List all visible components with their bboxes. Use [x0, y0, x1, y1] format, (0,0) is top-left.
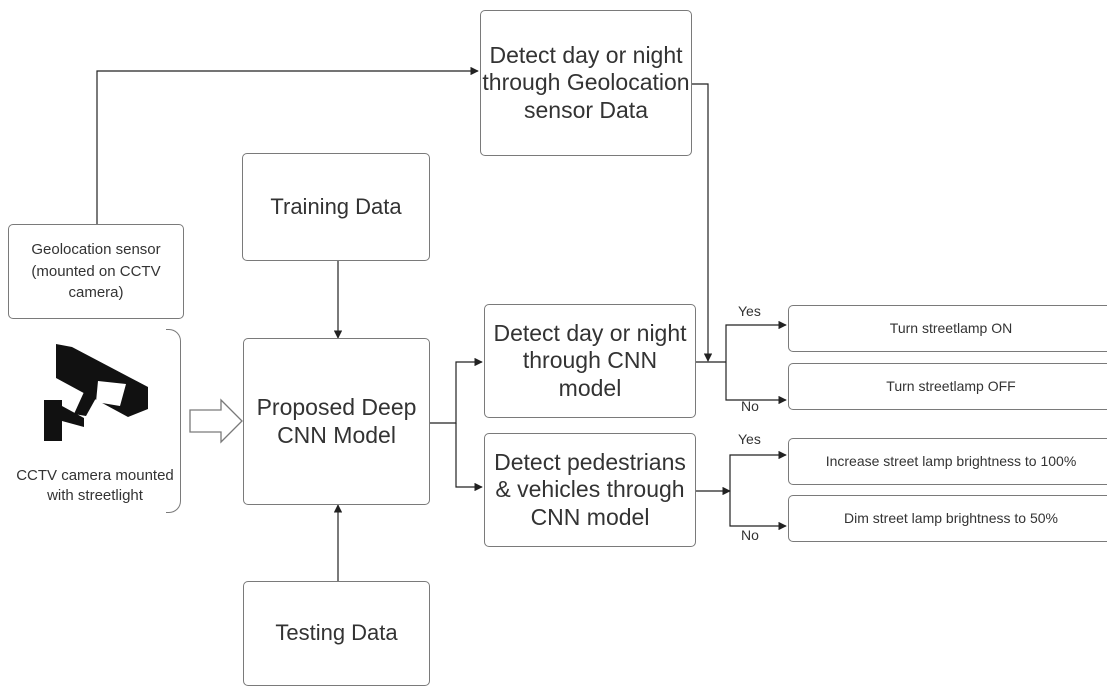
branch-yes-label: Yes — [738, 431, 761, 447]
edge-yes-brightness-100 — [729, 450, 787, 491]
camera-caption: CCTV camera mounted with streetlight — [16, 467, 174, 505]
edge-deep-cnn-to-daynight — [430, 357, 483, 424]
edge-yes-lamp-on — [725, 320, 787, 362]
cctv-camera-icon — [44, 344, 148, 441]
edge-no-brightness-50 — [729, 491, 787, 531]
lamp-off-node: Turn streetlamp OFF — [788, 363, 1107, 410]
branch-no-label: No — [741, 527, 759, 543]
cnn-daynight-node: Detect day or night through CNN model — [484, 304, 696, 418]
branch-yes-label: Yes — [738, 303, 761, 319]
training-data-node: Training Data — [242, 153, 430, 261]
lamp-on-node: Turn streetlamp ON — [788, 305, 1107, 352]
edge-geo-detect-to-junction — [692, 83, 713, 362]
brightness-50-node: Dim street lamp brightness to 50% — [788, 495, 1107, 542]
geo-detect-node: Detect day or night through Geolocation … — [480, 10, 692, 156]
testing-data-node: Testing Data — [243, 581, 430, 686]
brightness-100-node: Increase street lamp brightness to 100% — [788, 438, 1107, 485]
deep-cnn-node: Proposed Deep CNN Model — [243, 338, 430, 505]
geolocation-sensor-node: Geolocation sensor (mounted on CCTV came… — [8, 224, 184, 319]
input-block-arrow — [189, 398, 243, 444]
edge-deep-cnn-to-pedestrian — [455, 423, 483, 492]
edge-geo-sensor-to-geo-detect — [96, 66, 479, 224]
edge-no-lamp-off — [725, 362, 787, 405]
branch-no-label: No — [741, 398, 759, 414]
cnn-pedestrian-node: Detect pedestrians & vehicles through CN… — [484, 433, 696, 547]
